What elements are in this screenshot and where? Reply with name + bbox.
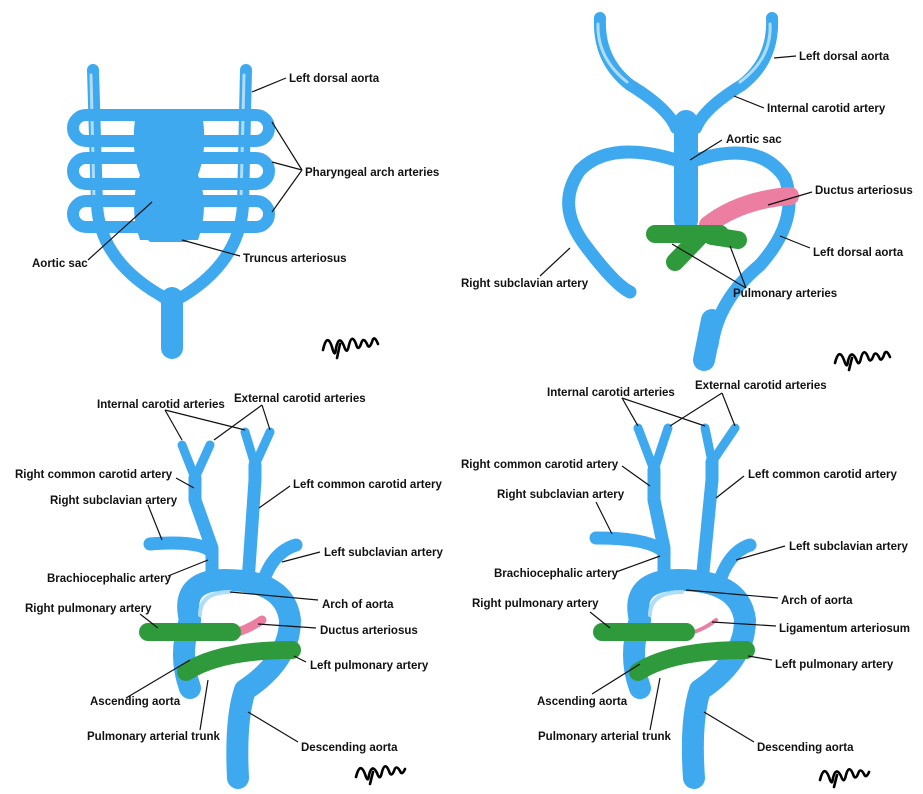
label-text: Left dorsal aorta <box>799 51 890 63</box>
label-pulmonary-arterial-trunk-br: Pulmonary arterial trunk <box>538 678 672 743</box>
label-left-common-carotid-artery-bl: Left common carotid artery <box>259 479 442 508</box>
label-text: Arch of aorta <box>322 599 394 611</box>
label-text: External carotid arteries <box>695 380 827 392</box>
label-text: Right pulmonary artery <box>472 598 599 610</box>
label-descending-aorta-br: Descending aorta <box>704 712 854 754</box>
artist-signature-icon <box>323 338 378 358</box>
label-truncus-arteriosus: Truncus arteriosus <box>182 240 347 265</box>
label-text: Left pulmonary artery <box>775 659 894 671</box>
label-text: Aortic sac <box>726 134 782 146</box>
label-internal-carotid-artery: Internal carotid artery <box>734 96 886 115</box>
label-text: Ductus arteriosus <box>320 625 418 637</box>
label-left-pulmonary-artery-bl: Left pulmonary artery <box>294 656 429 672</box>
label-left-dorsal-aorta-tr: Left dorsal aorta <box>780 236 904 259</box>
label-right-subclavian-artery-br: Right subclavian artery <box>497 489 625 534</box>
label-right-pulmonary-artery-br: Right pulmonary artery <box>472 598 610 628</box>
label-text: Pulmonary arterial trunk <box>87 731 221 743</box>
panel-bottom-right: Internal carotid arteries External carot… <box>461 380 910 787</box>
label-text: Right common carotid artery <box>15 469 173 481</box>
label-internal-carotid-arteries-br: Internal carotid arteries <box>547 387 705 426</box>
label-text: Right subclavian artery <box>461 278 589 290</box>
label-text: External carotid arteries <box>234 393 366 405</box>
label-text: Ductus arteriosus <box>815 185 913 197</box>
label-text: Right pulmonary artery <box>25 603 152 615</box>
label-text: Left dorsal aorta <box>289 73 380 85</box>
label-text: Ligamentum arteriosum <box>779 623 910 635</box>
label-right-subclavian-artery-tr: Right subclavian artery <box>461 248 589 290</box>
label-text: Left common carotid artery <box>748 469 897 481</box>
label-text: Internal carotid artery <box>767 103 886 115</box>
label-left-pulmonary-artery-br: Left pulmonary artery <box>748 656 894 671</box>
panel-bottom-left: Internal carotid arteries External carot… <box>15 393 443 784</box>
label-text: Right common carotid artery <box>461 459 619 471</box>
label-brachiocephalic-artery-bl: Brachiocephalic artery <box>47 560 208 585</box>
label-right-common-carotid-artery-br: Right common carotid artery <box>461 459 650 486</box>
label-brachiocephalic-artery-br: Brachiocephalic artery <box>494 556 660 580</box>
label-text: Left common carotid artery <box>293 479 442 491</box>
label-text: Truncus arteriosus <box>243 253 347 265</box>
artist-signature-icon <box>356 766 405 784</box>
label-arch-of-aorta-br: Arch of aorta <box>686 590 853 607</box>
label-right-subclavian-artery-bl: Right subclavian artery <box>50 495 178 540</box>
label-text: Descending aorta <box>301 742 398 754</box>
label-text: Brachiocephalic artery <box>494 568 619 580</box>
artist-signature-icon <box>820 769 869 787</box>
label-text: Pulmonary arterial trunk <box>538 731 672 743</box>
label-text: Internal carotid arteries <box>97 399 225 411</box>
label-text: Descending aorta <box>757 742 854 754</box>
label-text: Left pulmonary artery <box>310 660 429 672</box>
label-text: Left subclavian artery <box>324 547 443 559</box>
label-text: Arch of aorta <box>781 595 853 607</box>
label-left-subclavian-artery-br: Left subclavian artery <box>736 541 908 560</box>
panel-top-left: Left dorsal aorta Pharyngeal arch arteri… <box>32 70 439 358</box>
label-text: Right subclavian artery <box>497 489 625 501</box>
label-pharyngeal-arch-arteries: Pharyngeal arch arteries <box>272 122 439 212</box>
label-text: Internal carotid arteries <box>547 387 675 399</box>
label-text: Ascending aorta <box>537 696 628 708</box>
label-external-carotid-arteries-bl: External carotid arteries <box>214 393 366 440</box>
label-left-dorsal-aorta-tl: Left dorsal aorta <box>252 73 380 92</box>
vessels-bl <box>148 432 296 778</box>
label-text: Right subclavian artery <box>50 495 178 507</box>
label-text: Brachiocephalic artery <box>47 573 172 585</box>
label-arch-of-aorta-bl: Arch of aorta <box>230 592 394 611</box>
label-left-dorsal-aorta-top: Left dorsal aorta <box>774 51 890 63</box>
label-text: Left dorsal aorta <box>813 247 904 259</box>
label-text: Pulmonary arteries <box>733 288 837 300</box>
label-text: Aortic sac <box>32 258 88 270</box>
panel-top-right: Left dorsal aorta Internal carotid arter… <box>461 18 913 370</box>
artist-signature-icon <box>835 352 890 370</box>
label-external-carotid-arteries-br: External carotid arteries <box>670 380 827 426</box>
label-right-pulmonary-artery-bl: Right pulmonary artery <box>25 603 158 628</box>
vessels-tr <box>569 18 790 360</box>
label-left-subclavian-artery-bl: Left subclavian artery <box>282 547 443 562</box>
label-left-common-carotid-artery-br: Left common carotid artery <box>716 469 897 498</box>
label-descending-aorta-bl: Descending aorta <box>248 712 398 754</box>
label-text: Pharyngeal arch arteries <box>305 167 439 179</box>
label-text: Left subclavian artery <box>789 541 908 553</box>
label-right-common-carotid-artery-bl: Right common carotid artery <box>15 469 194 488</box>
aortic-sac-shape <box>134 112 205 242</box>
label-text: Ascending aorta <box>90 696 181 708</box>
